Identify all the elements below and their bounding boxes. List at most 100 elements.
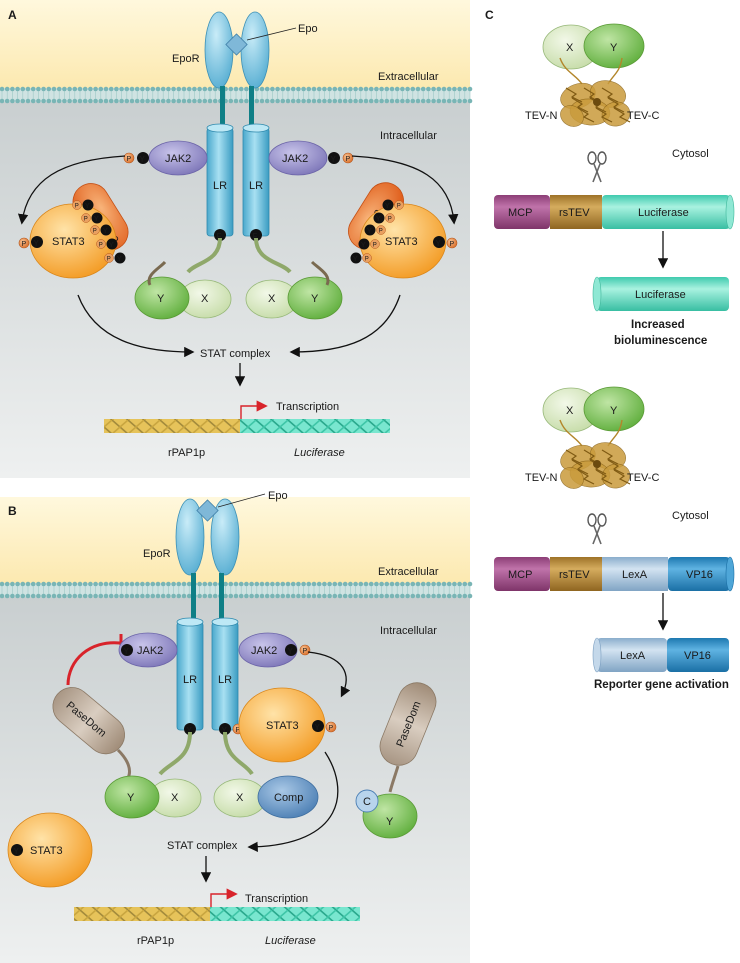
svg-text:Y: Y <box>222 726 228 735</box>
cell-membrane-b <box>0 581 473 599</box>
epo-pointer <box>246 27 297 41</box>
arrow-stat3-right-to-complex <box>289 294 401 358</box>
protein-x-left-label: X <box>201 293 209 305</box>
c-bot-x-label: X <box>566 405 574 417</box>
promoter-label: rPAP1p <box>168 447 205 459</box>
epo-label: Epo <box>298 23 318 35</box>
c-bot-vp16 <box>668 557 730 591</box>
svg-text:Y: Y <box>124 647 130 656</box>
epor-left-domain-b <box>175 498 205 576</box>
svg-text:Y: Y <box>140 155 146 164</box>
stat3-mid-b <box>238 687 326 763</box>
stat3-free-label: STAT3 <box>30 845 63 857</box>
protein-y-right-label: Y <box>311 293 319 305</box>
c-bot-y-label: Y <box>610 405 618 417</box>
linker-left-b <box>158 731 192 776</box>
c-top-x-label: X <box>566 42 574 54</box>
c-bot-y <box>583 386 645 432</box>
panel-c-top: X Y TEV-N TEV-C Cytosol MCP rsTEV Lucife… <box>494 23 735 347</box>
promoter-label-b: rPAP1p <box>137 935 174 947</box>
stat3-mid-label: STAT3 <box>266 720 299 732</box>
svg-text:Y: Y <box>34 239 40 248</box>
c-top-result-line1: Increased <box>631 319 685 331</box>
c-top-mcp <box>494 195 550 229</box>
svg-text:P: P <box>93 229 97 235</box>
gp130-left-linker <box>147 260 167 286</box>
c-bot-tev-c: TEV-C <box>627 472 659 484</box>
promoter-dna-b <box>74 907 210 921</box>
c-bot-lexa-label: LexA <box>622 569 648 581</box>
svg-text:Y: Y <box>187 726 193 735</box>
scissors-icon <box>587 151 607 183</box>
svg-text:Y: Y <box>361 240 366 249</box>
svg-text:P: P <box>75 204 79 210</box>
extracellular-label-b: Extracellular <box>378 566 439 578</box>
c-bot-product-lexa <box>597 638 667 672</box>
protein-x-right-label: X <box>268 293 276 305</box>
arrow-jak2-to-stat3-b <box>307 651 351 698</box>
lr-left-tyrosine-b: Y <box>184 723 196 735</box>
jak2-right <box>268 140 328 176</box>
c-bot-vp16-label: VP16 <box>686 569 713 581</box>
c-top-cytosol: Cytosol <box>672 148 709 160</box>
linker-left <box>186 237 222 274</box>
jak2-right-label: JAK2 <box>282 153 308 165</box>
epor-label-b: EpoR <box>143 548 171 560</box>
pasedom-right-linker <box>388 765 400 793</box>
epor-left-stalk-b <box>191 573 196 625</box>
c-top-product-end <box>592 276 602 312</box>
protein-y-free-label: Y <box>386 816 394 828</box>
phe-residue-right <box>250 229 262 241</box>
lr-left-top-b <box>176 617 204 627</box>
panel-letter-c: C <box>485 8 494 22</box>
panel-letter-b: B <box>8 504 17 518</box>
c-bot-rstev-label: rsTEV <box>559 569 590 581</box>
jak2-left-phospho-site: Y P <box>123 152 149 164</box>
c-bot-mcp-label: MCP <box>508 569 532 581</box>
linker-right <box>254 237 292 274</box>
c-top-luciferase <box>602 195 730 229</box>
jak2-left-tyrosine-b: Y <box>121 644 133 656</box>
epor-left-stalk <box>220 86 225 130</box>
lr-left-label: LR <box>213 180 227 192</box>
jak2-left-b <box>118 632 178 668</box>
c-top-tev-n: TEV-N <box>525 110 557 122</box>
protein-x-right-label-b: X <box>236 792 244 804</box>
c-top-mcp-label: MCP <box>508 207 532 219</box>
c-top-tev-c: TEV-C <box>627 110 659 122</box>
protein-y-left-label-b: Y <box>127 792 135 804</box>
c-bot-rstev <box>550 557 602 591</box>
epo-ligand <box>225 33 248 56</box>
svg-text:Y: Y <box>117 254 122 263</box>
svg-text:Y: Y <box>376 214 381 223</box>
c-top-rstev <box>550 195 602 229</box>
intracellular-label-b: Intracellular <box>380 625 437 637</box>
epo-pointer-b <box>217 493 266 508</box>
c-bot-tev-n: TEV-N <box>525 472 557 484</box>
jak2-right-label-b: JAK2 <box>251 645 277 657</box>
tev-protease-top <box>559 57 631 127</box>
lr-left-label-b: LR <box>183 674 197 686</box>
comp-protein <box>257 775 319 819</box>
c-bot-lexa <box>602 557 668 591</box>
reporter-dna-b <box>210 907 360 921</box>
c-bot-mcp <box>494 557 550 591</box>
protein-y-left <box>134 276 190 320</box>
stat-complex-label-b: STAT complex <box>167 840 238 852</box>
svg-text:Y: Y <box>353 254 358 263</box>
c-top-y-label: Y <box>610 42 618 54</box>
epor-left-domain <box>204 11 234 89</box>
cell-membrane <box>0 86 473 104</box>
comp-label: Comp <box>274 792 303 804</box>
reporter-label: Luciferase <box>294 447 345 459</box>
svg-text:P: P <box>379 229 383 235</box>
c-bot-product-end <box>592 637 602 673</box>
protein-y-left-label: Y <box>157 293 165 305</box>
c-bot-tube-end <box>725 556 735 592</box>
jak2-left-label: JAK2 <box>165 153 191 165</box>
stat-complex-label: STAT complex <box>200 348 271 360</box>
svg-text:P: P <box>303 648 308 655</box>
intracellular-label: Intracellular <box>380 130 437 142</box>
